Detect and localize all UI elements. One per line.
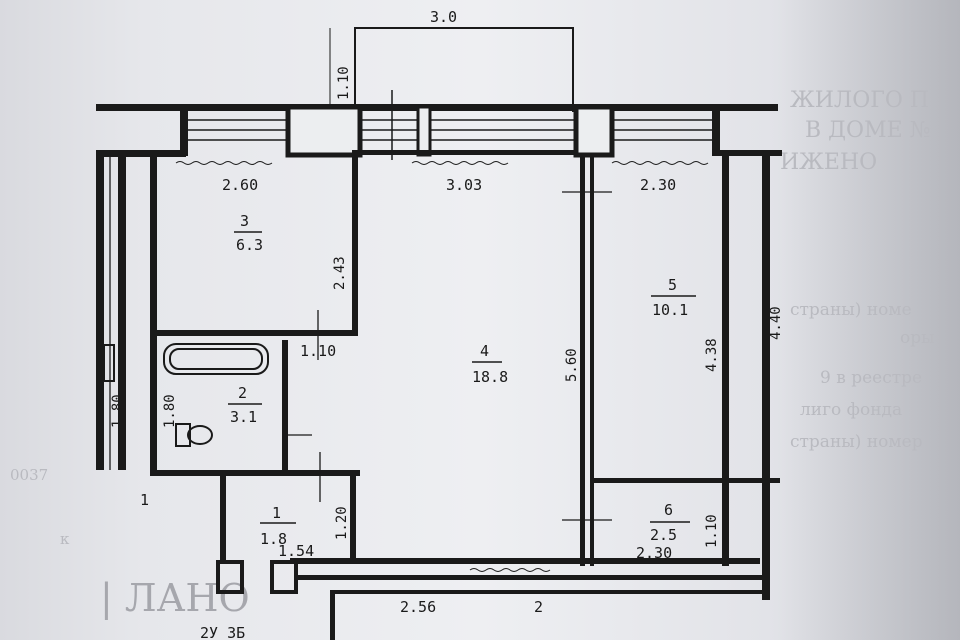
dim-bottom-left: 2.56 — [400, 598, 436, 616]
dim-bottom-mid: 2 — [534, 598, 543, 616]
walls — [96, 150, 782, 640]
bg-line1: В ДОМЕ № — [805, 118, 931, 143]
dim-balcony-depth: 1.10 — [336, 66, 352, 100]
dim-closet-depth: 1.10 — [704, 514, 720, 548]
dim-room4-width: 3.03 — [446, 176, 482, 194]
bathtub-icon — [163, 343, 269, 375]
room-area: 18.8 — [472, 368, 508, 386]
area-underlines — [228, 231, 696, 524]
dim-bath-to-room3: 1.10 — [300, 342, 336, 360]
dim-bath-width: 1.80 — [162, 394, 178, 428]
dim-room5-width: 2.30 — [640, 176, 676, 194]
dim-hall-width: 1.54 — [278, 542, 314, 560]
room-number: 4 — [480, 342, 489, 360]
sink-icon — [103, 344, 115, 382]
room-area: 1.8 — [260, 530, 287, 548]
room-area: 10.1 — [652, 301, 688, 319]
bottom-code: 2У 3Б — [200, 624, 245, 640]
radiators — [175, 161, 709, 572]
corridor-mark: 1 — [140, 491, 149, 509]
room-number: 1 — [272, 504, 281, 522]
bg-left-code: 0037 — [10, 466, 49, 484]
room-number: 2 — [238, 384, 247, 402]
page-shadow — [780, 0, 960, 640]
dim-corridor-width: 1.80 — [110, 394, 126, 428]
room-number: 5 — [668, 276, 677, 294]
balcony-outline — [354, 27, 574, 112]
dim-room3-width: 2.60 — [222, 176, 258, 194]
bg-left-mark: к — [60, 530, 70, 548]
bg-line2: ИЖЕНО — [780, 150, 878, 175]
top-wall — [96, 90, 778, 160]
bg-header: ЖИЛОГО П — [790, 88, 930, 113]
dim-outer-depth: 4.40 — [768, 306, 784, 340]
bg-r5: страны) номер — [790, 432, 923, 452]
bg-r3: 9 в реестре — [820, 368, 923, 388]
room-area: 3.1 — [230, 408, 257, 426]
dim-hall-depth: 1.20 — [334, 506, 350, 540]
bg-r4: лиго фонда — [800, 400, 903, 420]
bg-r1: страны) номе — [790, 300, 912, 320]
dim-room5-depth: 4.38 — [704, 338, 720, 372]
bg-r2: оры — [900, 328, 935, 348]
room-number: 6 — [664, 501, 673, 519]
dim-room3-depth: 2.43 — [332, 256, 348, 290]
dim-room4-depth: 5.60 — [564, 348, 580, 382]
bg-bottom: | ЛАНО — [100, 576, 250, 620]
room-area: 6.3 — [236, 236, 263, 254]
room-number: 3 — [240, 212, 249, 230]
guide-lines — [109, 150, 612, 521]
dim-closet-width: 2.30 — [636, 544, 672, 562]
overall-width: 3.0 — [430, 8, 457, 26]
toilet-icon — [175, 423, 213, 447]
room-area: 2.5 — [650, 526, 677, 544]
